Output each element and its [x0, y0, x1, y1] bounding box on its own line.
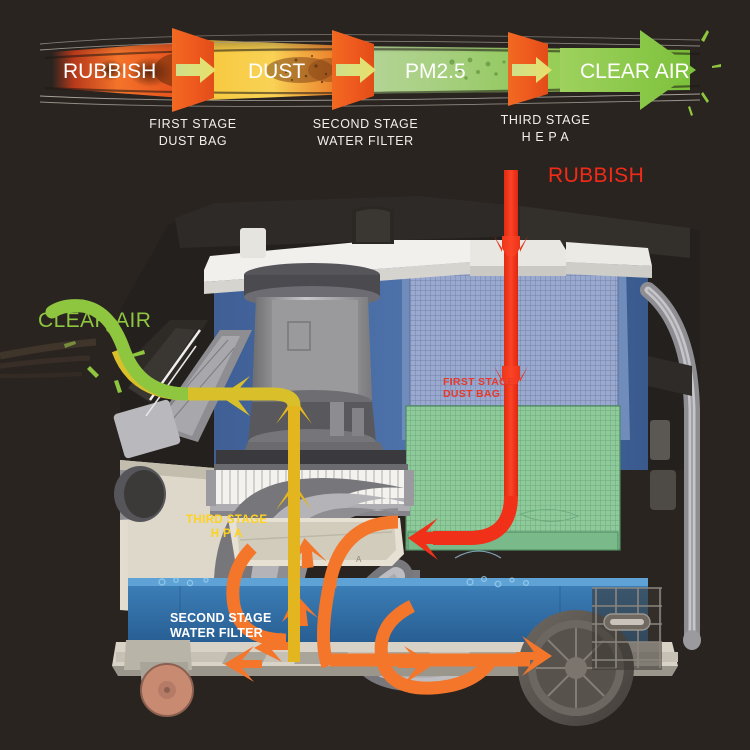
caption-first-stage: FIRST STAGE DUST BAG	[128, 116, 258, 150]
vacuum-cutaway-diagram: A	[0, 170, 701, 726]
right-hose	[640, 282, 701, 650]
diagram-label-third-stage-line1: THIRD STAGE	[186, 514, 268, 526]
diagram-label-clear-air-text: CLEAR AIR	[38, 309, 152, 332]
flow-label-clear-air: CLEAR AIR	[580, 60, 690, 83]
flow-label-dust: DUST	[248, 60, 305, 83]
svg-text:A: A	[356, 555, 362, 564]
flow-label-pm25: PM2.5	[405, 60, 466, 83]
exit-air-haze	[0, 338, 97, 378]
caption-second-stage-line2: WATER FILTER	[317, 134, 414, 148]
caption-first-stage-line2: DUST BAG	[158, 134, 228, 148]
caster-wheel	[124, 640, 194, 717]
clear-air-sparks	[688, 30, 721, 116]
flow-label-rubbish: RUBBISH	[63, 60, 156, 83]
rear-grille	[592, 587, 662, 670]
left-nozzle	[114, 466, 166, 522]
filtration-flow-banner: RUBBISH DUST PM2.5 CLEAR AIR	[0, 20, 750, 130]
caption-third-stage-line1: THIRD STAGE	[500, 113, 591, 127]
caption-second-stage: SECOND STAGE WATER FILTER	[293, 116, 438, 150]
rubbish-flow-arrow	[494, 170, 528, 496]
caption-first-stage-line1: FIRST STAGE	[149, 117, 237, 131]
clear-air-spark-particles	[64, 318, 145, 393]
clear-air-arrow	[560, 30, 696, 110]
diagram-label-second-stage-line1: SECOND STAGE	[170, 611, 272, 625]
hepa-flow-arrow	[276, 396, 312, 662]
diagram-label-second-stage: SECOND STAGE WATER FILTER	[170, 611, 272, 641]
right-ports	[648, 356, 692, 510]
dust-flow-arrows	[226, 515, 530, 695]
diagram-label-third-stage: THIRD STAGE H P A	[186, 513, 268, 541]
motor-assembly	[236, 263, 392, 470]
rubbish-turn-arrow	[408, 495, 518, 560]
caption-third-stage: THIRD STAGE H E P A	[483, 112, 608, 146]
caption-second-stage-line1: SECOND STAGE	[312, 117, 419, 131]
diagram-label-first-stage-line2: DUST BAG	[443, 388, 501, 400]
clear-air-flow-arrow	[45, 299, 301, 416]
diagram-label-first-stage-line1: FIRST STAGE	[443, 376, 515, 388]
stage-arrows	[176, 57, 552, 83]
diagram-label-rubbish: RUBBISH	[548, 165, 644, 186]
diagram-label-clear-air: CLEAR AIR	[38, 310, 151, 331]
diagram-label-third-stage-line2: H P A	[210, 528, 243, 540]
caption-third-stage-line2: H E P A	[521, 130, 570, 144]
diagram-label-second-stage-line2: WATER FILTER	[170, 626, 263, 640]
diagram-label-first-stage: FIRST STAGE DUST BAG	[443, 376, 515, 400]
diagram-label-rubbish-text: RUBBISH	[548, 164, 645, 187]
